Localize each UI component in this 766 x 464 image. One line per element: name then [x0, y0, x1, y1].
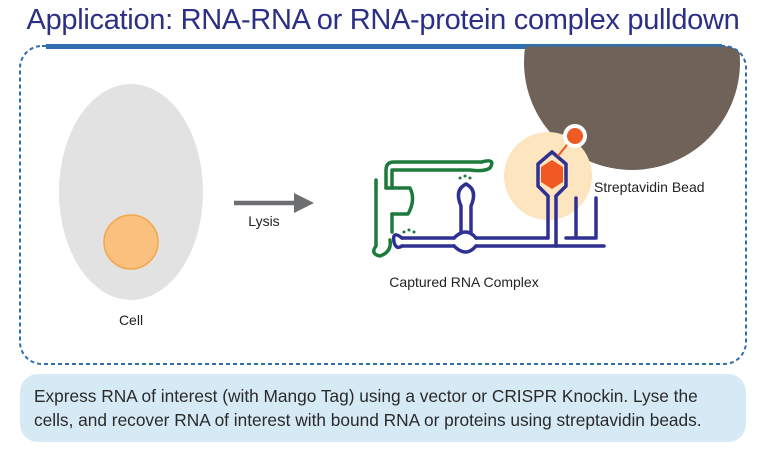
caption-box: Express RNA of interest (with Mango Tag)… [20, 374, 746, 442]
nucleus-icon [103, 214, 159, 270]
base-pair-dots [402, 174, 472, 234]
caption-line-1: Express RNA of interest (with Mango Tag)… [34, 386, 698, 406]
page-title: Application: RNA-RNA or RNA-protein comp… [26, 4, 740, 36]
mango-tag-icon [541, 124, 587, 189]
lysis-arrow-icon [234, 193, 314, 213]
dashed-frame [19, 45, 747, 365]
cell-label: Cell [119, 312, 143, 328]
cell-icon [59, 84, 203, 300]
title-underline [46, 44, 722, 49]
bound-rna-icon [372, 159, 494, 258]
streptavidin-bead-label: Streptavidin Bead [594, 179, 705, 195]
caption-text: Express RNA of interest (with Mango Tag)… [34, 384, 744, 432]
caption-line-2: cells, and recover RNA of interest with … [34, 410, 702, 430]
streptavidin-bead-icon [524, 46, 740, 170]
lysis-label: Lysis [248, 213, 279, 229]
captured-complex-label: Captured RNA Complex [389, 274, 538, 290]
rna-complex-icon [391, 150, 606, 254]
